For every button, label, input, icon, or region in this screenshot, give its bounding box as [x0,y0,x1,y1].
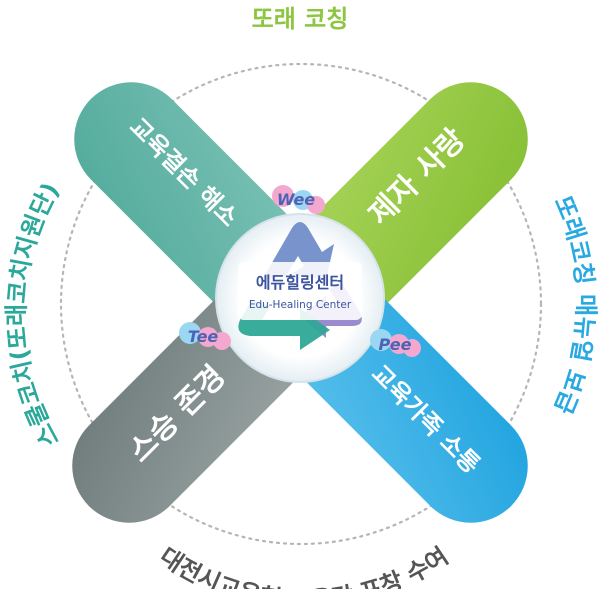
left-caption-text: 스쿨코치(또래코치지원단) [3,178,65,452]
bottom-caption: 대전시교육청 교육감 표창 수여 [155,542,454,589]
right-caption-text: 또래코칭 매뉴얼 보급 [549,192,600,418]
center-subtitle: Edu-Healing Center [249,299,352,311]
tee-badge: Tee [179,322,231,350]
center-emblem: 에듀힐링센터 Edu-Healing Center [215,213,385,383]
dotted-ring [59,62,543,546]
pee-badge-text: Pee [379,335,412,354]
center-title: 에듀힐링센터 [256,273,344,292]
tee-badge-text: Tee [188,327,219,346]
wee-badge: Wee [272,185,325,214]
wee-badge-text: Wee [277,190,315,209]
left-caption: 스쿨코치(또래코치지원단) [3,178,65,452]
right-caption: 또래코칭 매뉴얼 보급 [549,192,600,418]
top-caption: 또래 코칭 [252,5,349,33]
bottom-caption-text: 대전시교육청 교육감 표창 수여 [155,542,454,589]
pee-badge: Pee [370,329,421,357]
